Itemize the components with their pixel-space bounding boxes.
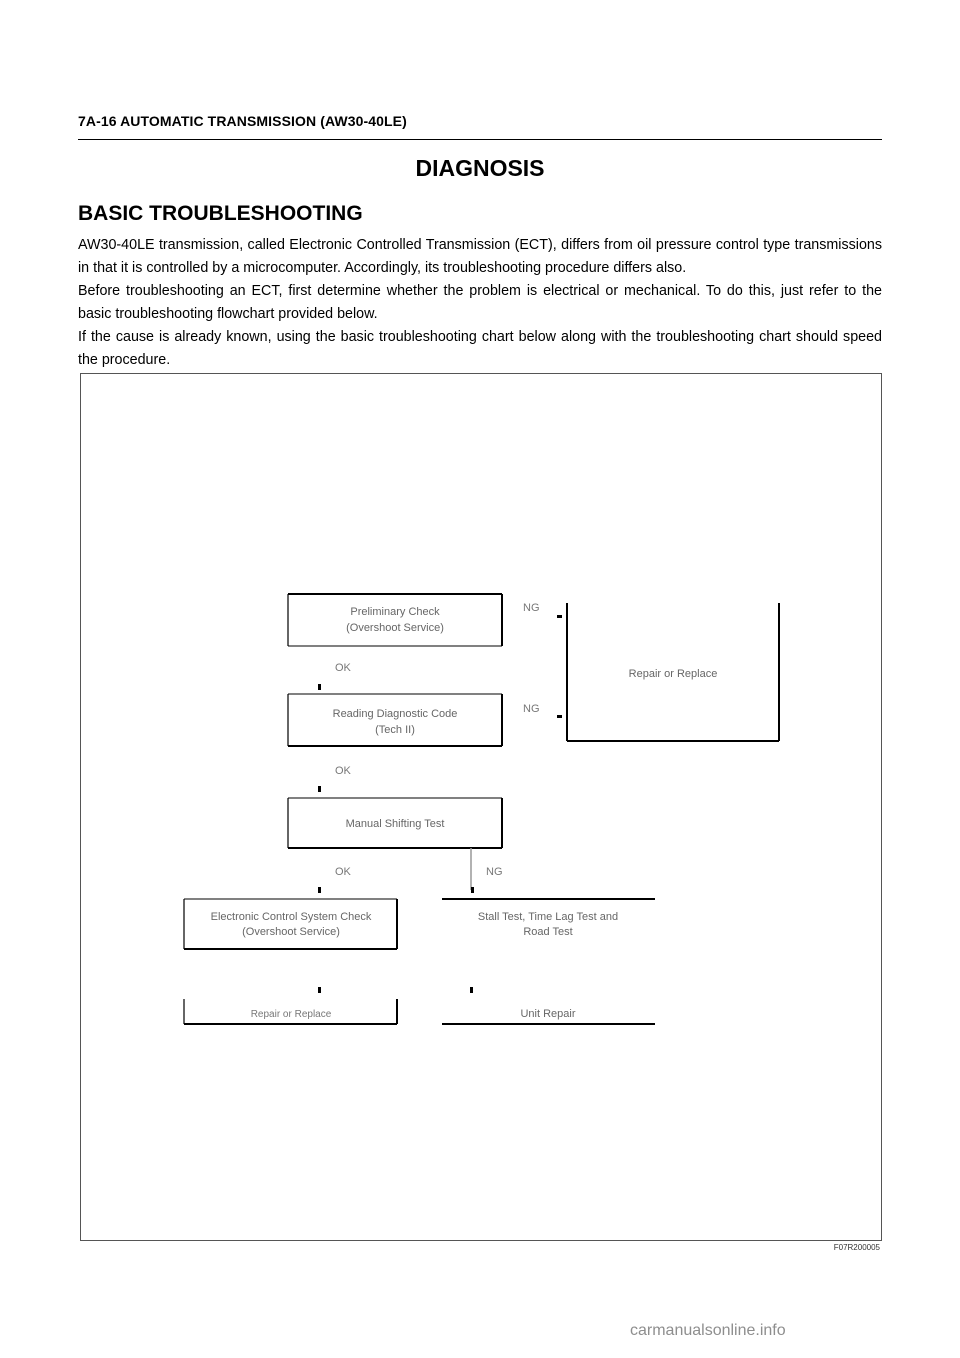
box-unit-repair-line1: Unit Repair [520,1008,575,1020]
box-repair-replace-line1: Repair or Replace [629,668,718,680]
flowchart-figure: Preliminary Check (Overshoot Service) Re… [80,373,882,1241]
box-preliminary-line1: Preliminary Check [350,606,440,618]
arrow-ng2 [557,715,562,718]
box-preliminary-line2: (Overshoot Service) [346,622,444,634]
label-ok-2: OK [335,765,352,777]
box-reading-line2: (Tech II) [375,724,415,736]
label-ok-3: OK [335,866,352,878]
label-ng-3: NG [486,866,503,878]
header-rule [78,139,882,140]
arrow-to-stall [471,887,474,893]
box-electronic-control-check: Electronic Control System Check (Oversho… [183,898,398,950]
flowchart-diagram: Preliminary Check (Overshoot Service) Re… [183,593,780,1025]
flow-arrowheads [318,615,562,993]
box-electronic-line1: Electronic Control System Check [211,911,372,923]
page-title: DIAGNOSIS [415,155,545,181]
box-stall-line2: Road Test [523,926,572,938]
box-preliminary-check: Preliminary Check (Overshoot Service) [287,593,503,647]
box-manual-shifting-test: Manual Shifting Test [287,797,503,849]
arrow-to-electronic [318,887,321,893]
box-repair-left-line1: Repair or Replace [251,1009,332,1020]
box-manual-line1: Manual Shifting Test [346,818,445,830]
box-unit-repair: Unit Repair [442,1008,655,1025]
arrow-to-reading [318,684,321,690]
label-ng-1: NG [523,602,540,614]
label-ng-2: NG [523,703,540,715]
label-ok-1: OK [335,662,352,674]
box-stall-line1: Stall Test, Time Lag Test and [478,911,618,923]
figure-id: F07R200005 [833,1243,880,1252]
box-stall-test: Stall Test, Time Lag Test and Road Test [442,898,655,938]
watermark: carmanualsonline.info [630,1322,786,1339]
paragraph-2: Before troubleshooting an ECT, first det… [78,283,882,322]
paragraph-1: AW30-40LE transmission, called Electroni… [78,237,882,276]
box-repair-or-replace: Repair or Replace [566,603,780,742]
section-heading: BASIC TROUBLESHOOTING [78,202,363,225]
box-reading-line1: Reading Diagnostic Code [333,708,458,720]
box-electronic-line2: (Overshoot Service) [242,926,340,938]
box-reading-diagnostic-code: Reading Diagnostic Code (Tech II) [287,693,503,747]
arrow-to-unit-repair [470,987,473,993]
arrow-to-repair-left [318,987,321,993]
arrow-ng1 [557,615,562,618]
box-repair-left: Repair or Replace [183,999,398,1025]
running-header: 7A-16 AUTOMATIC TRANSMISSION (AW30-40LE) [78,113,407,129]
arrow-to-manual [318,786,321,792]
paragraph-3: If the cause is already known, using the… [78,329,882,368]
